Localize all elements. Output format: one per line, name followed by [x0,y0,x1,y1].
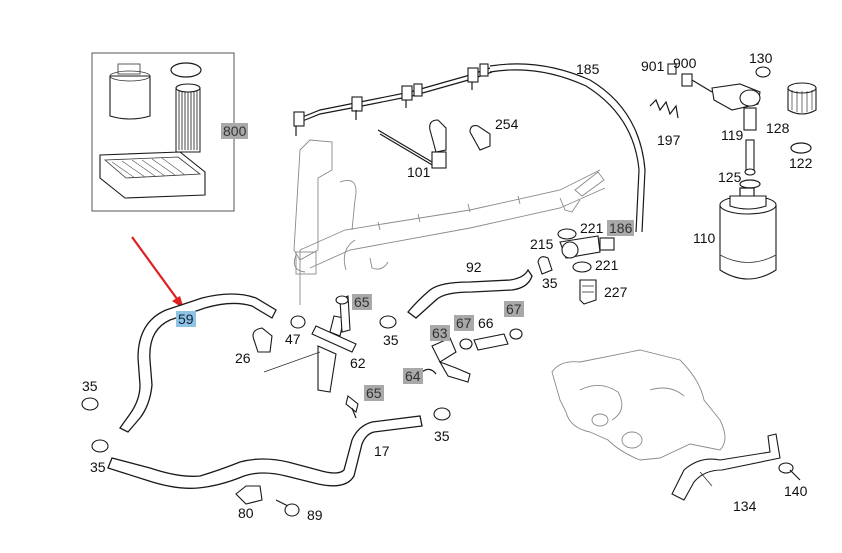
t-piece-62 [252,295,357,393]
callout-140[interactable]: 140 [784,483,808,499]
sensor-900 [667,63,771,131]
clip-254 [429,119,491,153]
callout-80[interactable]: 80 [238,505,254,521]
fuel-filter-110 [719,139,777,280]
callout-901[interactable]: 901 [641,58,665,74]
callout-47[interactable]: 47 [285,331,301,347]
callout-64[interactable]: 64 [403,368,423,384]
callout-185[interactable]: 185 [576,61,600,77]
hose-59[interactable] [119,293,277,433]
bolt-89 [275,499,300,517]
callout-119[interactable]: 119 [721,127,744,143]
callout-35-left-bottom[interactable]: 35 [90,459,106,475]
callout-35-lower-mid[interactable]: 35 [434,428,450,444]
callout-197[interactable]: 197 [657,132,681,148]
callout-125[interactable]: 125 [718,169,742,185]
fuel-rail-assembly [293,139,606,305]
clip-80 [235,485,263,505]
callout-134[interactable]: 134 [733,498,757,514]
callout-65-bottom[interactable]: 65 [364,385,384,401]
spring-197 [649,98,679,119]
bolt-65 [345,395,359,419]
callout-227[interactable]: 227 [604,284,628,300]
callout-35-rail[interactable]: 35 [542,275,558,291]
callout-128[interactable]: 128 [766,120,790,136]
engine-bracket-ghost [551,349,726,461]
filter-inset-box [91,52,235,212]
callout-800[interactable]: 800 [221,123,249,139]
callout-67-right[interactable]: 67 [504,301,524,317]
callout-186[interactable]: 186 [607,220,635,236]
callout-110[interactable]: 110 [693,230,716,246]
callout-35-left-top[interactable]: 35 [82,378,98,394]
callout-122[interactable]: 122 [789,155,813,171]
callout-65-top[interactable]: 65 [352,294,372,310]
strap-134 [671,433,781,501]
callout-89[interactable]: 89 [307,507,323,523]
callout-17[interactable]: 17 [374,443,390,459]
red-arrow-icon [131,236,184,309]
callout-92[interactable]: 92 [466,259,482,275]
callout-221-bottom[interactable]: 221 [595,257,619,273]
bolt-140 [778,462,801,481]
callout-101[interactable]: 101 [407,164,431,180]
callout-59[interactable]: 59 [176,311,196,327]
callout-66[interactable]: 66 [478,315,494,331]
clamp-35 [81,315,451,453]
callout-130[interactable]: 130 [749,50,773,66]
banjo-fitting-215 [537,228,615,305]
return-line-185 [293,63,646,233]
callout-67-left[interactable]: 67 [454,315,474,331]
hose-92 [407,268,533,319]
callout-35-mid[interactable]: 35 [383,332,399,348]
cable-tie-101 [377,129,447,169]
heater-128 [787,82,817,154]
callout-221-top[interactable]: 221 [580,220,604,236]
callout-254[interactable]: 254 [495,116,519,132]
callout-26[interactable]: 26 [235,350,251,366]
connector-66 [459,328,523,351]
callout-62[interactable]: 62 [350,355,366,371]
hose-17 [107,415,423,489]
callout-900[interactable]: 900 [673,55,697,71]
callout-63[interactable]: 63 [430,325,450,341]
callout-215[interactable]: 215 [530,236,554,252]
